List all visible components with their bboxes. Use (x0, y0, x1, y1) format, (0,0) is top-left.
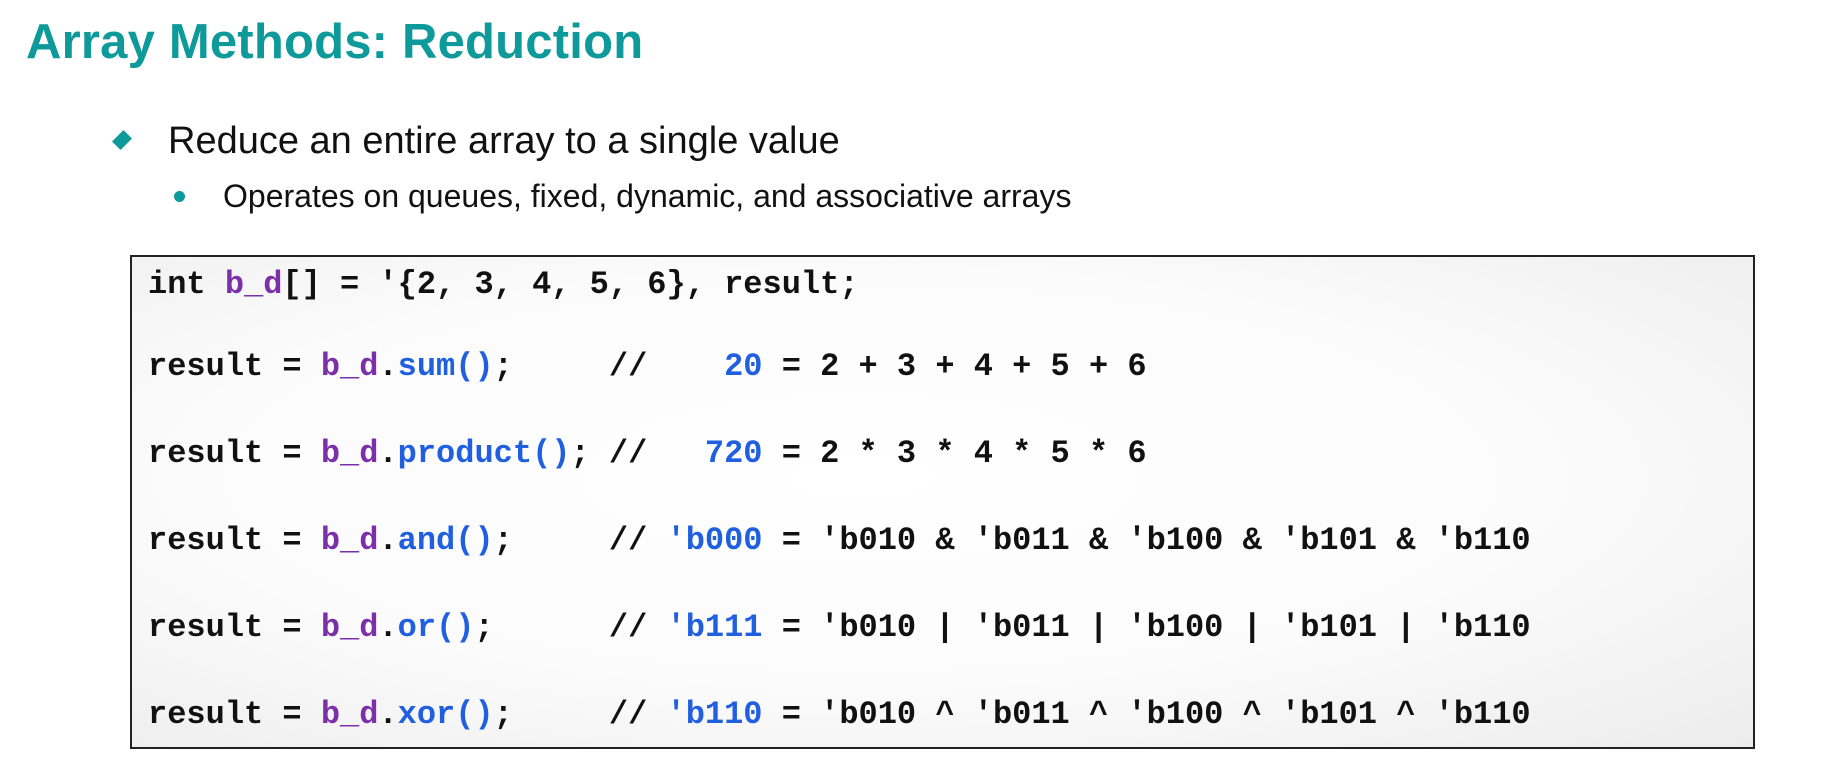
code-line-or: result = b_d.or(); // 'b111 = 'b010 | 'b… (148, 608, 1531, 648)
bullet-level-2: Operates on queues, fixed, dynamic, and … (174, 178, 1071, 215)
code-result-value: 'b111 (666, 609, 763, 646)
code-array-identifier: b_d (320, 522, 379, 559)
code-method: or() (397, 609, 475, 646)
code-method: xor() (397, 696, 494, 733)
code-line-xor: result = b_d.xor(); // 'b110 = 'b010 ^ '… (148, 695, 1531, 735)
code-comment-marker: // (608, 696, 667, 733)
code-dot: . (378, 696, 398, 733)
code-block: int b_d[] = '{2, 3, 4, 5, 6}, result; re… (130, 255, 1755, 749)
code-comment-marker: // (608, 348, 725, 385)
code-semicolon: ; (493, 348, 609, 385)
code-result-value: 'b000 (666, 522, 763, 559)
code-lhs: result = (148, 696, 321, 733)
code-line-declaration: int b_d[] = '{2, 3, 4, 5, 6}, result; (148, 265, 859, 305)
code-semicolon: ; (493, 522, 609, 559)
code-lhs: result = (148, 435, 321, 472)
code-expression: = 'b010 | 'b011 | 'b100 | 'b101 | 'b110 (762, 609, 1531, 646)
bullet-text: Operates on queues, fixed, dynamic, and … (223, 178, 1072, 214)
slide-title: Array Methods: Reduction (26, 15, 644, 69)
code-result-value: 20 (724, 348, 763, 385)
code-array-identifier: b_d (320, 696, 379, 733)
code-array-identifier: b_d (320, 609, 379, 646)
code-result-value: 720 (704, 435, 763, 472)
code-comment-marker: // (608, 522, 667, 559)
code-semicolon: ; (570, 435, 609, 472)
code-expression: = 2 + 3 + 4 + 5 + 6 (762, 348, 1147, 385)
code-dot: . (378, 435, 398, 472)
dot-bullet-icon (174, 191, 185, 202)
code-method: sum() (397, 348, 494, 385)
code-array-identifier: b_d (320, 348, 379, 385)
code-comment-marker: // (608, 609, 667, 646)
code-dot: . (378, 609, 398, 646)
code-line-product: result = b_d.product(); // 720 = 2 * 3 *… (148, 434, 1147, 474)
code-expression: = 'b010 ^ 'b011 ^ 'b100 ^ 'b101 ^ 'b110 (762, 696, 1531, 733)
code-dot: . (378, 522, 398, 559)
code-method: product() (397, 435, 571, 472)
code-semicolon: ; (493, 696, 609, 733)
code-comment-marker: // (608, 435, 705, 472)
code-lhs: result = (148, 348, 321, 385)
code-line-and: result = b_d.and(); // 'b000 = 'b010 & '… (148, 521, 1531, 561)
code-expression: = 2 * 3 * 4 * 5 * 6 (762, 435, 1147, 472)
code-keyword: int (148, 266, 225, 303)
code-line-sum: result = b_d.sum(); // 20 = 2 + 3 + 4 + … (148, 347, 1147, 387)
code-dot: . (378, 348, 398, 385)
code-array-identifier: b_d (320, 435, 379, 472)
code-semicolon: ; (474, 609, 609, 646)
code-lhs: result = (148, 522, 321, 559)
code-text: [] = '{2, 3, 4, 5, 6}, result; (282, 266, 859, 303)
code-array-identifier: b_d (224, 266, 283, 303)
code-lhs: result = (148, 609, 321, 646)
code-result-value: 'b110 (666, 696, 763, 733)
bullet-level-1: Reduce an entire array to a single value (112, 120, 840, 163)
bullet-text: Reduce an entire array to a single value (168, 120, 840, 162)
code-method: and() (397, 522, 494, 559)
diamond-bullet-icon (112, 132, 132, 152)
code-expression: = 'b010 & 'b011 & 'b100 & 'b101 & 'b110 (762, 522, 1531, 559)
